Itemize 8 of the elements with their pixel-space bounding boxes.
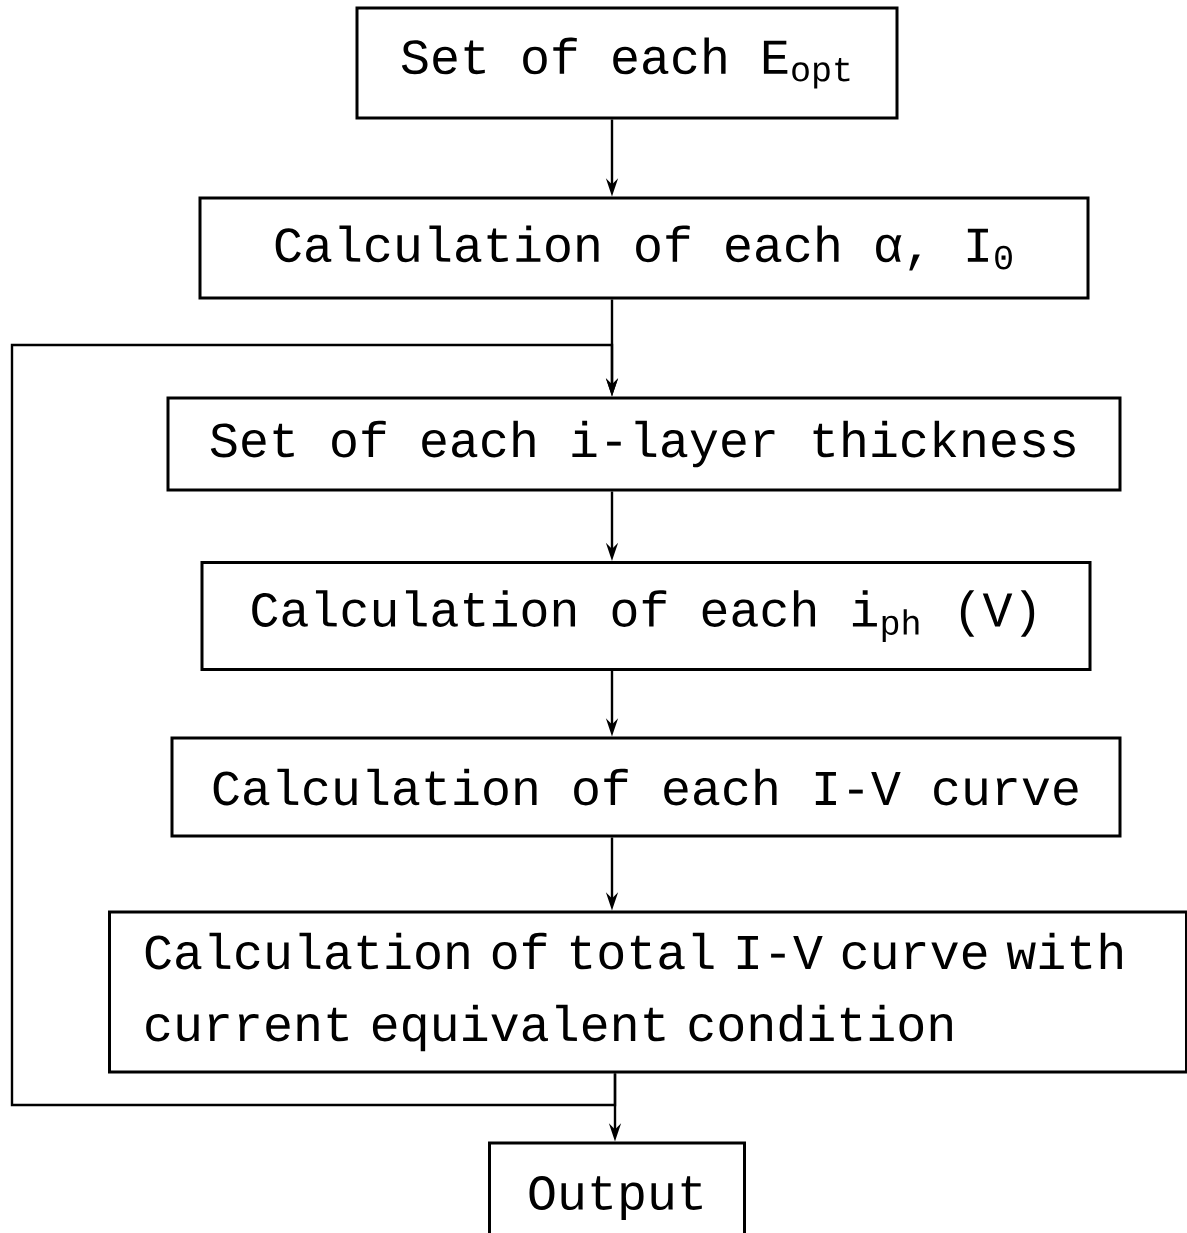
- process-box: Output: [488, 1141, 746, 1233]
- process-box: Calculation of each α, I$_{0}$: [198, 196, 1090, 300]
- process-box: Calculation of total I-V curve with current equivalent condition: [108, 910, 1187, 1074]
- process-box: Set of each i-layer thickness: [166, 396, 1122, 492]
- process-box: Set of each E$_{opt}$: [355, 6, 899, 120]
- feedback-arrow: [10, 343, 619, 1107]
- process-box: Calculation of each I-V curve: [170, 736, 1122, 838]
- process-box: Calculation of each i$_{ph}$ (V): [200, 561, 1092, 671]
